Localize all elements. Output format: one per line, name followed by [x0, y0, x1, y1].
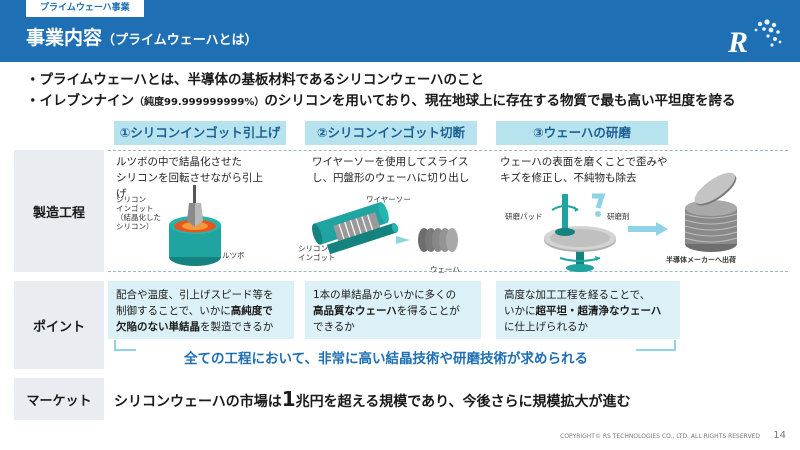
row-label-point: ポイント: [14, 281, 104, 369]
wire-saw-illustration: [312, 202, 458, 255]
bullet-2-purity: （純度99.999999999%）: [134, 97, 265, 108]
bullet-list: ・プライムウェーハとは、半導体の基板材料であるシリコンウェーハのこと ・イレブン…: [26, 70, 786, 113]
step1-description: ルツボの中で結晶化させた シリコンを回転させながら引上 げ: [116, 156, 263, 200]
section-tag: プライムウェーハ事業: [26, 0, 144, 17]
step1-crucible-label: ルツボ: [222, 251, 245, 260]
conclusion-text: 全ての工程において、非常に高い結晶技術や研磨技術が求められる: [136, 347, 636, 367]
step-title-1: ①シリコンインゴット引上げ: [114, 121, 286, 145]
rs-logo-icon: R: [727, 19, 782, 58]
step2-description: ワイヤーソーを使用してスライス し、円盤形のウェーハに切り出し: [312, 156, 470, 184]
point-box-3: 高度な加工工程を経ることで、 いかに超平坦・超清浄なウェーハ に仕上げられるか: [496, 281, 680, 339]
step2-wafer-label: ウェーハ: [430, 265, 460, 274]
logo-letter: R: [727, 26, 748, 58]
conclusion-bracket: [114, 340, 776, 359]
point-box-1: 配合や温度、引上げスピード等を 制御することで、いかに高純度で 欠陥のない単結晶…: [108, 281, 294, 339]
step3-pad-label: 研磨パッド: [505, 212, 543, 221]
page-title: 事業内容（プライムウェーハとは）: [26, 23, 258, 50]
step3-agent-label: 研磨剤: [607, 212, 630, 221]
page-title-sub: （プライムウェーハとは）: [102, 33, 258, 48]
polishing-machine-illustration: [544, 193, 616, 272]
arrow-right-icon: [628, 222, 668, 236]
step-title-3: ③ウェーハの研磨: [496, 121, 668, 145]
copyright: COPYRIGHT© RS TECHNOLOGIES CO., LTD. ALL…: [560, 433, 760, 440]
step2-wire-saw-label: ワイヤーソー: [366, 195, 411, 204]
point-box-2: 1本の単結晶からいかに多くの 高品質なウェーハを得ることが できるか: [305, 281, 481, 339]
page-title-main: 事業内容: [26, 27, 103, 49]
step1-ingot-label: シリコン インゴット （結晶化した シリコン）: [116, 195, 161, 231]
bullet-1: ・プライムウェーハとは、半導体の基板材料であるシリコンウェーハのこと: [26, 72, 485, 88]
step-title-2: ②シリコンインゴット切断: [305, 121, 477, 145]
process-band: [108, 150, 788, 272]
bullet-2-pre: ・イレブンナイン: [26, 93, 134, 109]
crucible-illustration: [169, 185, 221, 266]
page-number: 14: [773, 430, 786, 441]
header-band: プライムウェーハ事業 事業内容（プライムウェーハとは） R: [0, 0, 800, 62]
wafer-stack-illustration: [684, 172, 738, 252]
step3-description: ウェーハの表面を磨くことで歪みや キズを修正し、不純物も除去: [500, 156, 668, 184]
step2-ingot-label: シリコン インゴット: [298, 244, 336, 262]
ship-label: 半導体メーカーへ出荷: [666, 256, 736, 264]
bullet-2-post: のシリコンを用いており、現在地球上に存在する物質で最も高い平坦度を誇る: [264, 93, 736, 109]
bullet-2: ・イレブンナイン（純度99.999999999%）のシリコンを用いており、現在地…: [26, 91, 786, 113]
row-label-process: 製造工程: [14, 150, 104, 272]
market-text: シリコンウェーハの市場は1兆円を超える規模であり、今後さらに規模拡大が進む: [114, 387, 631, 411]
row-label-market: マーケット: [14, 378, 104, 420]
